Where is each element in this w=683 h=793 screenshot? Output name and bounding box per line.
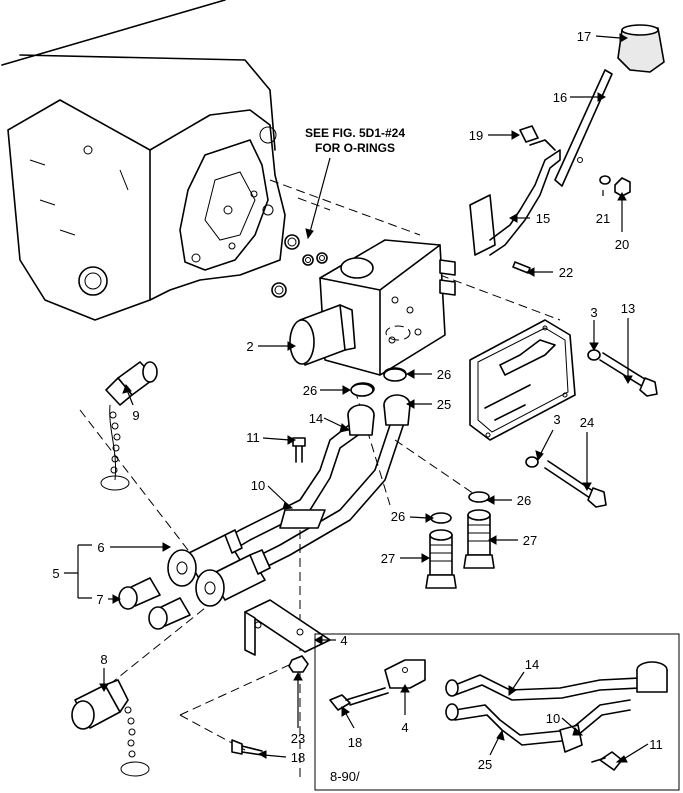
bolts [525, 349, 658, 508]
callout-16: 16 [553, 90, 567, 105]
callout-23: 23 [291, 731, 305, 746]
hydraulic-lines [214, 367, 411, 571]
callout-17: 17 [577, 29, 591, 44]
callout-3-lower: 3 [553, 412, 560, 427]
callout-24: 24 [580, 415, 594, 430]
lever-assembly [469, 24, 665, 274]
figure-reference: 8-90/ [330, 769, 360, 784]
inset-callout-11: 11 [649, 737, 663, 752]
plug-8 [71, 679, 150, 777]
screw-18 [231, 739, 263, 756]
dust-caps [118, 577, 191, 630]
callout-26-a: 26 [303, 383, 317, 398]
control-valve [289, 239, 456, 376]
callout-27-a: 27 [381, 551, 395, 566]
callout-18: 18 [291, 750, 305, 765]
cover-plate [469, 319, 576, 441]
inset-callout-10: 10 [546, 711, 560, 726]
housing [1, 0, 286, 321]
callout-15: 15 [536, 211, 550, 226]
inset-drawing [329, 659, 668, 771]
inset-callout-25: 25 [478, 757, 492, 772]
callout-14: 14 [309, 411, 323, 426]
callout-26-c: 26 [391, 509, 405, 524]
callout-26-b: 26 [437, 367, 451, 382]
callout-25: 25 [437, 397, 451, 412]
fittings [350, 368, 495, 589]
callout-7: 7 [96, 592, 103, 607]
callout-13: 13 [621, 301, 635, 316]
callout-22: 22 [559, 265, 573, 280]
leader-lines [64, 33, 649, 763]
o-rings [271, 234, 328, 298]
callout-3-upper: 3 [590, 305, 597, 320]
callout-5: 5 [52, 566, 59, 581]
callout-19: 19 [469, 128, 483, 143]
callout-21: 21 [596, 211, 610, 226]
callout-2: 2 [246, 339, 253, 354]
inset-frame [314, 633, 680, 791]
plug-9 [100, 361, 158, 491]
callout-9: 9 [132, 408, 139, 423]
callout-20: 20 [615, 237, 629, 252]
inset-callout-14: 14 [525, 657, 539, 672]
note-line-2: FOR O-RINGS [315, 141, 395, 155]
callout-10: 10 [251, 478, 265, 493]
callout-8: 8 [100, 652, 107, 667]
inset-callout-18: 18 [348, 735, 362, 750]
callout-27-b: 27 [523, 533, 537, 548]
callout-11: 11 [246, 430, 260, 445]
callout-4: 4 [340, 633, 347, 648]
callout-26-d: 26 [517, 493, 531, 508]
nut-23 [288, 655, 309, 673]
bracket [244, 599, 331, 656]
couplers [167, 529, 271, 607]
callout-6: 6 [97, 540, 104, 555]
note-line-1: SEE FIG. 5D1-#24 [305, 126, 405, 140]
inset-callout-4: 4 [401, 720, 408, 735]
screw-11 [292, 437, 306, 463]
